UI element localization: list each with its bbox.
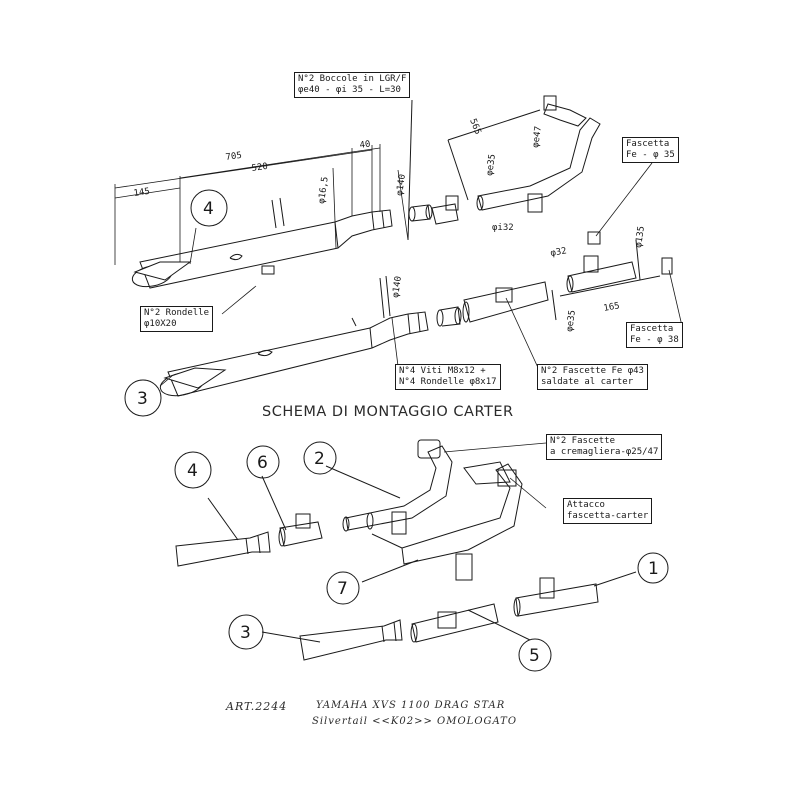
dim-140-top: φ140 bbox=[395, 174, 408, 197]
dim-32-top: φi32 bbox=[492, 223, 514, 233]
footer-article: ART.2244 bbox=[226, 700, 288, 713]
callout-rack-clamps-line2: a cremagliera-φ25/47 bbox=[550, 447, 659, 457]
part-number-3-bottom: 3 bbox=[240, 623, 251, 643]
pipe-2-bottom bbox=[325, 439, 453, 535]
pipe-1-bottom bbox=[513, 571, 637, 617]
dimension-lines-top bbox=[114, 144, 409, 265]
pipe-7-bottom bbox=[361, 461, 523, 583]
part-number-2: 2 bbox=[314, 449, 325, 469]
callout-washers: N°2 Rondelle φ10X20 bbox=[140, 306, 214, 332]
footer-variant: Silvertail <<K02>> OMOLOGATO bbox=[312, 716, 518, 727]
collector-6-bottom bbox=[261, 475, 323, 547]
part-number-3-mid: 3 bbox=[137, 389, 148, 409]
callout-clamps-43-line2: saldate al carter bbox=[541, 377, 634, 387]
callout-bushings: N°2 Boccole in LGR/F φe40 - φi 35 - L=30 bbox=[294, 72, 411, 98]
callout-clamp-38: Fascetta Fe - φ 38 bbox=[626, 322, 683, 348]
silencer-4-bottom bbox=[175, 497, 271, 567]
collector-5-bottom bbox=[410, 603, 531, 643]
collector-middle bbox=[436, 281, 549, 327]
dim-47: φe47 bbox=[531, 126, 544, 149]
callout-clamp-35-line1: Fascetta bbox=[626, 139, 670, 149]
part-number-5: 5 bbox=[529, 646, 540, 666]
dim-140-mid: φ140 bbox=[391, 276, 404, 299]
callout-bracket-line1: Attacco bbox=[567, 500, 605, 510]
callout-rack-clamps: N°2 Fascette a cremagliera-φ25/47 bbox=[546, 434, 663, 460]
part-number-7: 7 bbox=[337, 579, 348, 599]
dim-32-mid: φ32 bbox=[550, 246, 568, 259]
callout-clamp-35: Fascetta Fe - φ 35 bbox=[622, 137, 679, 163]
callout-screws-line2: N°4 Rondelle φ8x17 bbox=[399, 377, 497, 387]
leader-lines-top bbox=[159, 162, 683, 387]
silencer-3-middle bbox=[159, 275, 429, 397]
header-pipe-top bbox=[447, 95, 601, 213]
leader-lines-bottom bbox=[443, 442, 547, 509]
dim-705: 705 bbox=[225, 151, 242, 163]
callout-clamp-35-line2: Fe - φ 35 bbox=[626, 150, 675, 160]
callout-bushings-line1: N°2 Boccole in LGR/F bbox=[298, 74, 407, 84]
callout-bracket-line2: fascetta-carter bbox=[567, 511, 649, 521]
part-number-6: 6 bbox=[257, 453, 268, 473]
silencer-4-top bbox=[131, 197, 393, 289]
link-pipe-middle bbox=[551, 231, 673, 321]
footer-model: YAMAHA XVS 1100 DRAG STAR bbox=[316, 700, 506, 711]
callout-clamps-43-line1: N°2 Fascette Fe φ43 bbox=[541, 366, 644, 376]
dim-520: 520 bbox=[251, 162, 268, 174]
callout-screws-line1: N°4 Viti M8x12 + bbox=[399, 366, 486, 376]
callout-clamps-43: N°2 Fascette Fe φ43 saldate al carter bbox=[537, 364, 648, 390]
callout-bracket: Attacco fascetta-carter bbox=[563, 498, 653, 524]
dim-40: 40 bbox=[359, 140, 371, 151]
part-number-4-bottom: 4 bbox=[187, 461, 198, 481]
callout-rack-clamps-line1: N°2 Fascette bbox=[550, 436, 616, 446]
callout-washers-line2: φ10X20 bbox=[144, 319, 177, 329]
assembly-heading: SCHEMA DI MONTAGGIO CARTER bbox=[262, 404, 514, 420]
bushing-and-clamps-top bbox=[407, 99, 459, 241]
dim-35-mid: φe35 bbox=[565, 310, 578, 333]
callout-clamp-38-line1: Fascetta bbox=[630, 324, 674, 334]
dim-35-top: φe35 bbox=[485, 154, 498, 177]
part-number-1: 1 bbox=[648, 559, 659, 579]
part-number-4-top: 4 bbox=[203, 199, 214, 219]
dim-165-len: 165 bbox=[603, 301, 621, 314]
callout-screws: N°4 Viti M8x12 + N°4 Rondelle φ8x17 bbox=[395, 364, 501, 390]
callout-clamp-38-line2: Fe - φ 38 bbox=[630, 335, 679, 345]
silencer-3-bottom bbox=[261, 619, 403, 661]
dim-135: φ135 bbox=[634, 226, 647, 249]
callout-washers-line1: N°2 Rondelle bbox=[144, 308, 210, 318]
dim-145: 145 bbox=[133, 187, 150, 199]
dim-165: φ16,5 bbox=[317, 176, 331, 204]
callout-bushings-line2: φe40 - φi 35 - L=30 bbox=[298, 85, 401, 95]
